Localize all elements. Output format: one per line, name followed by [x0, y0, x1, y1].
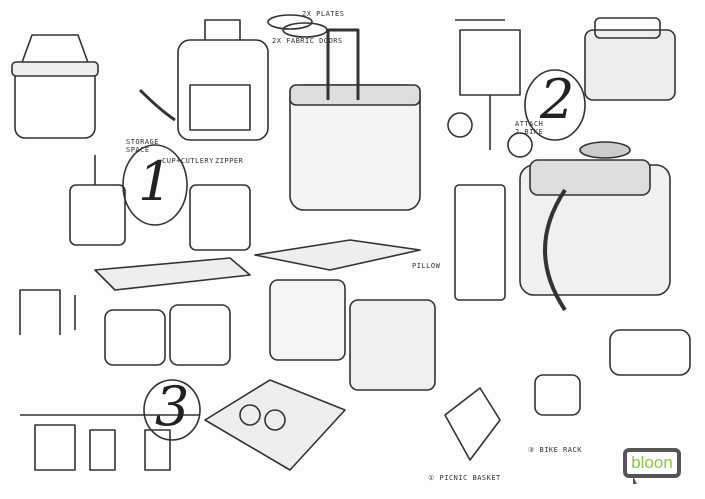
cooler-sketch-1 [11, 34, 99, 139]
arrow-sketch [138, 88, 176, 122]
bottom-left-sketch [20, 414, 200, 471]
table-frame-sketch [19, 257, 251, 366]
open-cooler-sketch [204, 379, 346, 471]
bike-rack-sketch [534, 329, 691, 416]
concept-circle-3 [143, 379, 201, 441]
cooler-sketch-2 [69, 155, 126, 246]
concept-circle-1 [122, 144, 188, 226]
label-cup-cutlery: CUP+CUTLERY [162, 157, 214, 165]
table-cooler-sketch [254, 239, 436, 391]
concept-number-2: 2 [540, 68, 575, 131]
label-attach-bike: ATTACH 2 BIKE [515, 120, 544, 136]
bike-bag-sketch [519, 141, 671, 312]
label-storage-space: STORAGE SPACE [126, 138, 160, 154]
big-cooler-sketch [289, 28, 421, 211]
tall-cooler-sketch [189, 184, 251, 251]
bloon-logo: bloon [623, 448, 681, 484]
label-pillow: PILLOW [412, 262, 441, 270]
bike-attach-sketch [447, 19, 533, 158]
tall-bag-sketch [454, 184, 506, 301]
double-cooler-sketch [584, 17, 676, 101]
concept-number-3: 3 [155, 375, 190, 438]
label-plates: 2X PLATES [302, 10, 345, 18]
label-fabric-doors: 2X FABRIC DOORS [272, 37, 343, 45]
concept-circle-2 [524, 69, 586, 141]
label-picnic-basket: ① PICNIC BASKET [428, 474, 501, 482]
label-bike-rack: ③ BIKE RACK [528, 446, 582, 454]
picnic-basket-sketch [444, 387, 501, 461]
label-zipper: ZIPPER [215, 157, 244, 165]
logo-text: bloon [631, 453, 673, 472]
concept-number-1: 1 [138, 150, 173, 213]
